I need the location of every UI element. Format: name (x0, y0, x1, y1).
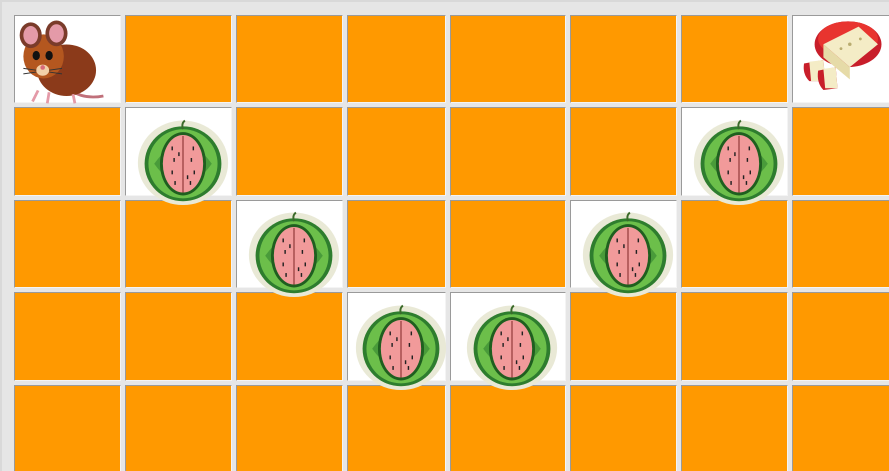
board-cell-r4-c2[interactable] (236, 385, 343, 471)
board-cell-r2-c1[interactable] (125, 200, 232, 288)
board-cell-r4-c1[interactable] (125, 385, 232, 471)
board-cell-r1-c3[interactable] (347, 107, 446, 196)
board-cell-r4-c7[interactable] (792, 385, 889, 471)
board-cell-r2-c4[interactable] (450, 200, 566, 288)
board-cell-r0-c5[interactable] (570, 15, 677, 103)
board-cell-r2-c0[interactable] (14, 200, 121, 288)
board-cell-r4-c4[interactable] (450, 385, 566, 471)
board-cell-r0-c6[interactable] (681, 15, 788, 103)
board-cell-r1-c0[interactable] (14, 107, 121, 196)
board-cell-r3-c5[interactable] (570, 292, 677, 381)
board-cell-r0-c4[interactable] (450, 15, 566, 103)
board-cell-r0-c0[interactable] (14, 15, 121, 103)
board-cell-r2-c6[interactable] (681, 200, 788, 288)
board-cell-r4-c3[interactable] (347, 385, 446, 471)
board-cell-r3-c7[interactable] (792, 292, 889, 381)
board-cell-r0-c1[interactable] (125, 15, 232, 103)
board-cell-r2-c3[interactable] (347, 200, 446, 288)
board-cell-r0-c7[interactable] (792, 15, 889, 103)
board-cell-r2-c2[interactable] (236, 200, 343, 288)
board-cell-r2-c7[interactable] (792, 200, 889, 288)
board-cell-r3-c6[interactable] (681, 292, 788, 381)
board-cell-r3-c2[interactable] (236, 292, 343, 381)
board-cell-r1-c4[interactable] (450, 107, 566, 196)
board-cell-r4-c5[interactable] (570, 385, 677, 471)
board-cell-r3-c3[interactable] (347, 292, 446, 381)
board-cell-r3-c4[interactable] (450, 292, 566, 381)
board-cell-r2-c5[interactable] (570, 200, 677, 288)
board-cell-r1-c7[interactable] (792, 107, 889, 196)
board-cell-r1-c2[interactable] (236, 107, 343, 196)
board-cell-r1-c1[interactable] (125, 107, 232, 196)
board-cell-r3-c1[interactable] (125, 292, 232, 381)
board-cell-r0-c2[interactable] (236, 15, 343, 103)
board-cell-r4-c6[interactable] (681, 385, 788, 471)
board-cell-r1-c5[interactable] (570, 107, 677, 196)
board-cell-r1-c6[interactable] (681, 107, 788, 196)
board-cell-r4-c0[interactable] (14, 385, 121, 471)
board-cell-r3-c0[interactable] (14, 292, 121, 381)
board-cell-r0-c3[interactable] (347, 15, 446, 103)
